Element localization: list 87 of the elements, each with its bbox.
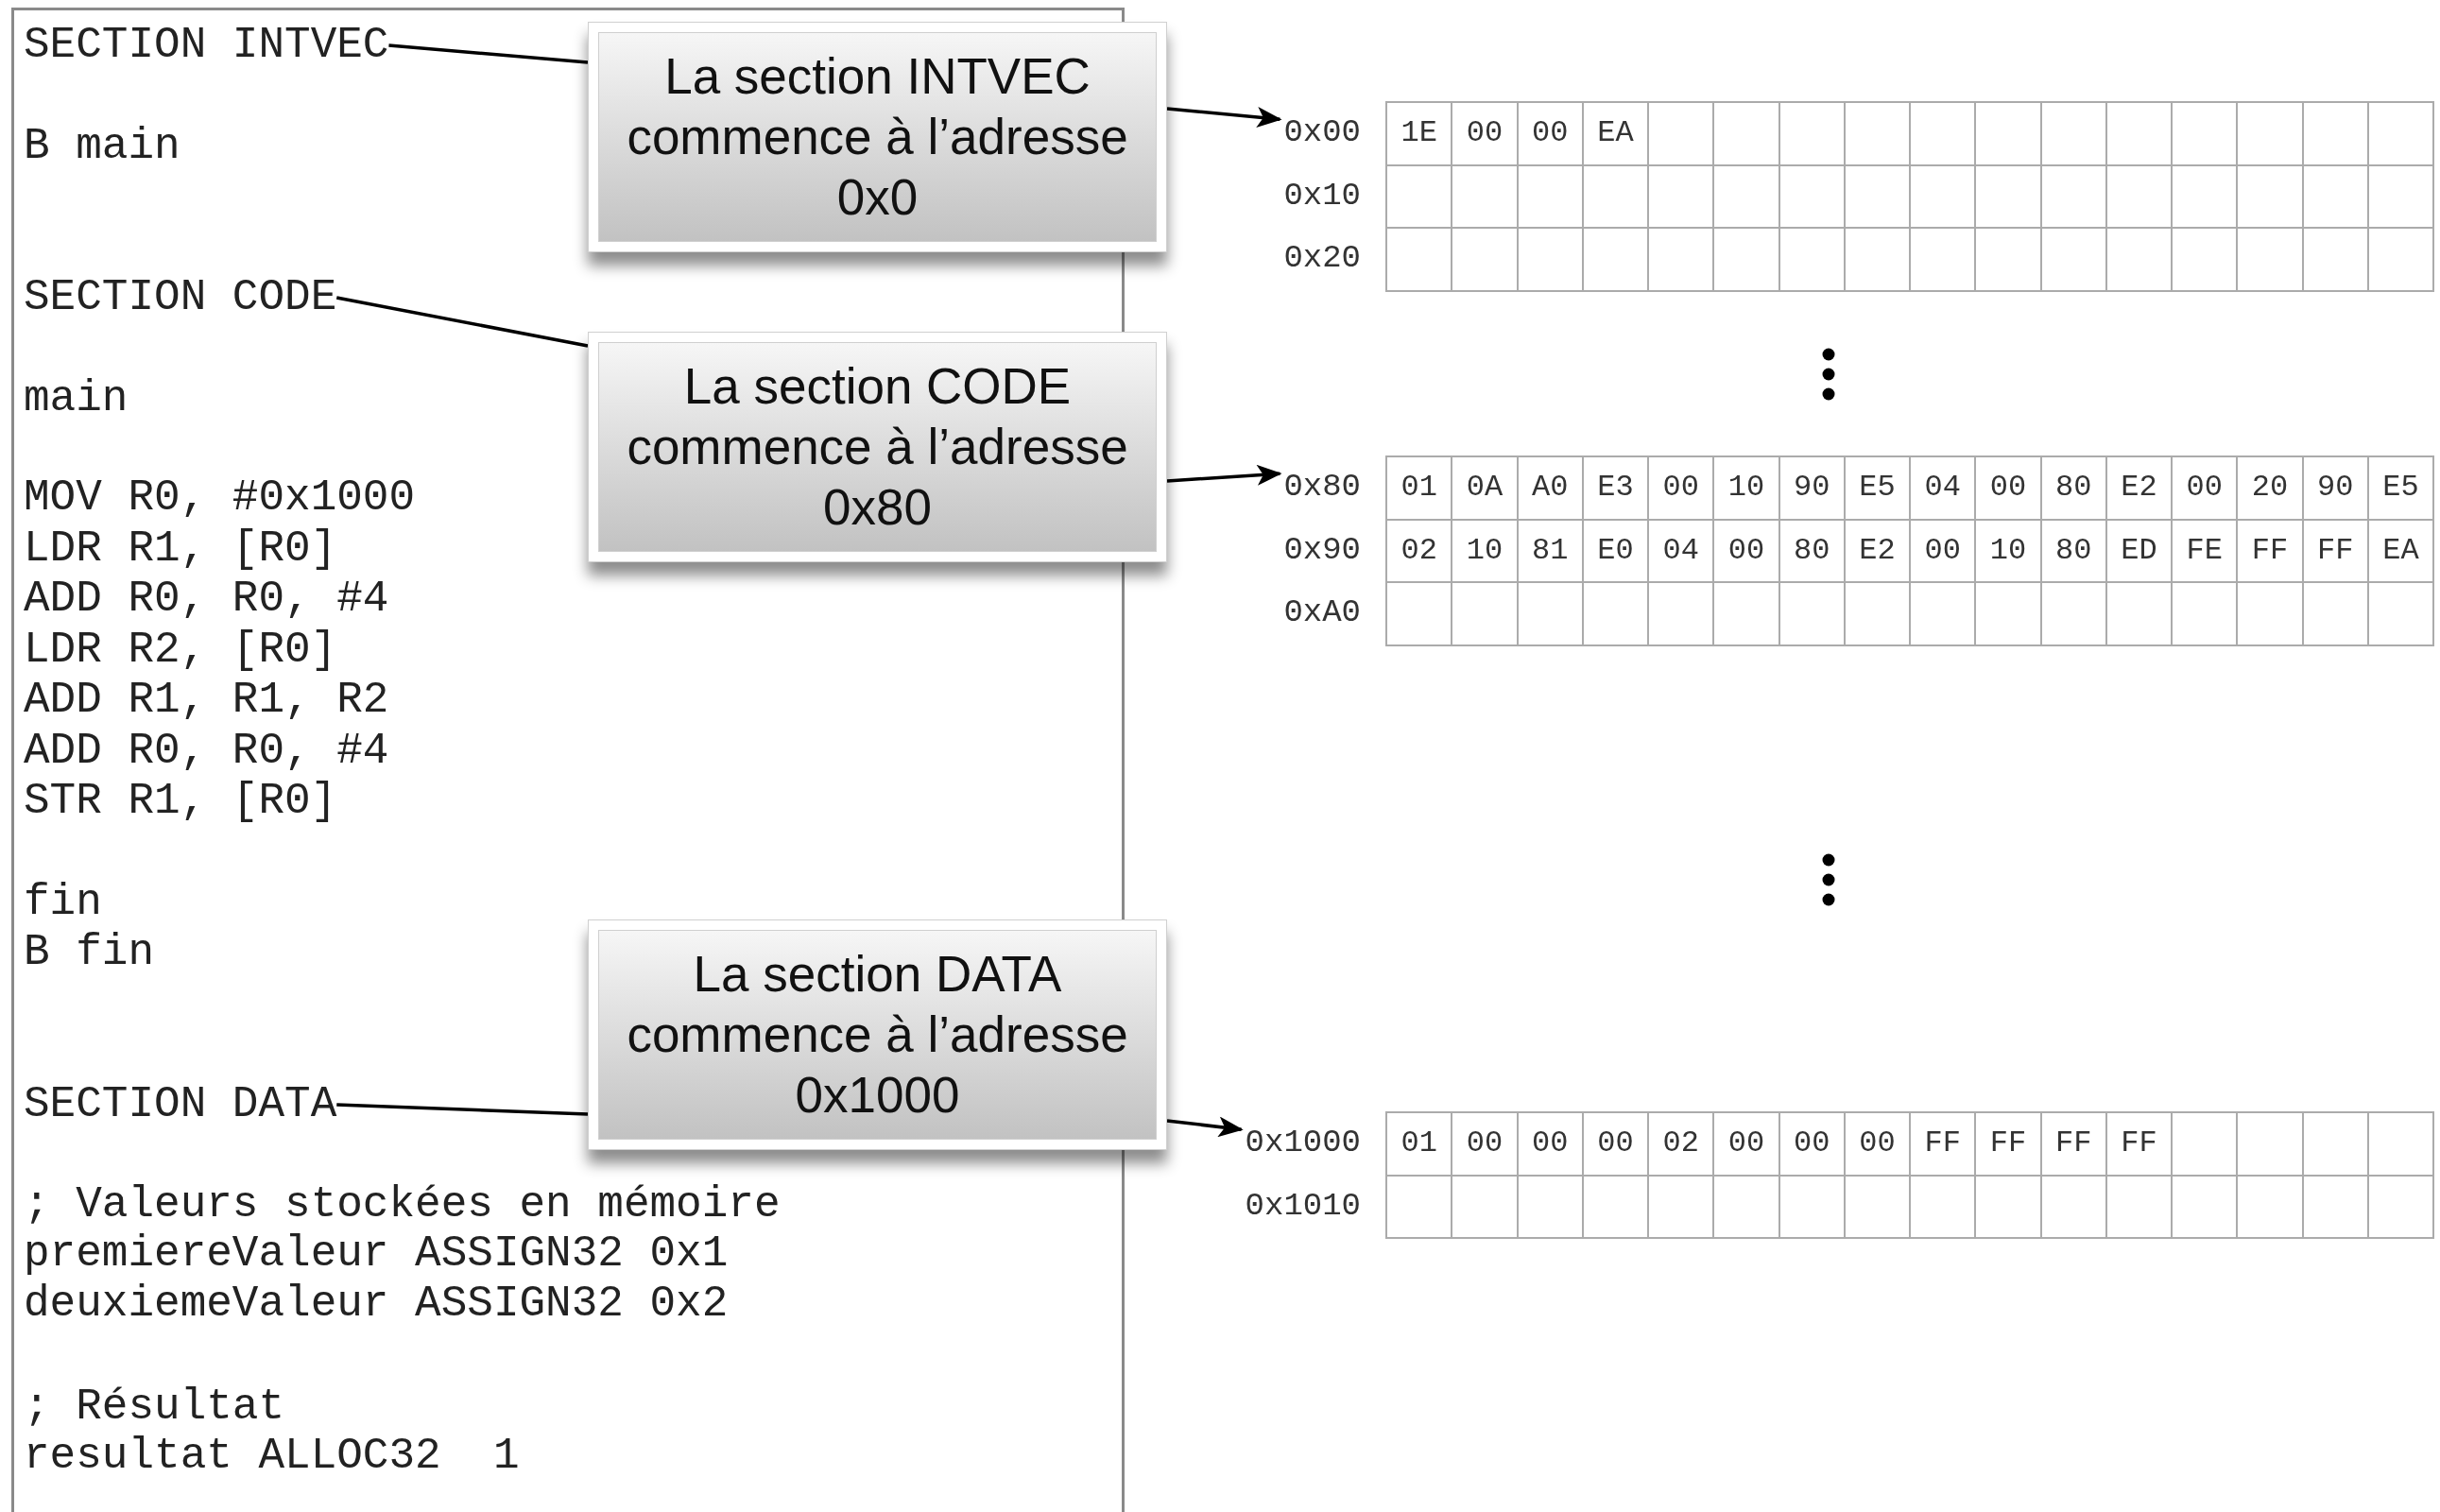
code-line: LDR R1, [R0]: [24, 524, 337, 574]
code-line: B fin: [24, 928, 155, 977]
memory-address: 0x10: [1283, 176, 1361, 215]
memory-cell: 00: [1452, 1113, 1519, 1177]
arrow: [1166, 464, 1282, 486]
code-line: STR R1, [R0]: [24, 777, 337, 826]
callout-text: La section INTVEC commence à l’adresse 0x0: [626, 47, 1129, 227]
memory-cell: 01: [1387, 1113, 1453, 1177]
memory-cell: 00: [1714, 520, 1780, 583]
memory-cell: 04: [1649, 520, 1715, 583]
leader-line: [335, 296, 589, 348]
memory-cell: 81: [1518, 520, 1584, 583]
memory-cell: 00: [1714, 1113, 1780, 1177]
memory-cell: E2: [1845, 520, 1911, 583]
code-line: main: [24, 374, 129, 423]
memory-cell: EA: [2368, 520, 2434, 583]
memory-cell: E5: [1845, 457, 1911, 521]
memory-cell: 00: [1911, 520, 1977, 583]
memory-cell: 90: [2303, 457, 2369, 521]
memory-cell: 00: [2173, 457, 2239, 521]
code-line: SECTION CODE: [24, 273, 337, 322]
memory-cell: 00: [1845, 1113, 1911, 1177]
memory-cell: 10: [1714, 457, 1780, 521]
code-line: SECTION DATA: [24, 1080, 337, 1129]
memory-cell: FF: [2303, 520, 2369, 583]
memory-cell: 00: [1649, 457, 1715, 521]
memory-cell: FF: [2238, 520, 2304, 583]
code-line: MOV R0, #0x1000: [24, 473, 416, 523]
code-line: ADD R1, R1, R2: [24, 676, 389, 725]
code-line: fin: [24, 878, 102, 927]
code-line: SECTION INTVEC: [24, 21, 389, 70]
memory-address: 0x20: [1283, 239, 1361, 278]
memory-cell: 80: [2041, 520, 2107, 583]
memory-cell: 02: [1649, 1113, 1715, 1177]
memory-cell: 80: [2041, 457, 2107, 521]
memory-cell: 10: [1976, 520, 2042, 583]
memory-cell: E3: [1583, 457, 1649, 521]
callout-box: [588, 919, 1167, 1150]
memory-address: 0x00: [1283, 113, 1361, 152]
code-line: B main: [24, 122, 180, 171]
memory-cell: EA: [1583, 103, 1649, 166]
memory-address: 0xA0: [1283, 593, 1361, 632]
memory-address: 0x1010: [1245, 1186, 1361, 1225]
arrow: [1166, 1116, 1244, 1138]
memory-address: 0x1000: [1245, 1124, 1361, 1162]
memory-address: 0x90: [1283, 530, 1361, 569]
memory-cell: 80: [1779, 520, 1846, 583]
code-line: ADD R0, R0, #4: [24, 727, 389, 776]
memory-cell: FE: [2173, 520, 2239, 583]
code-line: LDR R2, [R0]: [24, 626, 337, 675]
memory-cell: FF: [1976, 1113, 2042, 1177]
code-line: resultat ALLOC32 1: [24, 1432, 520, 1481]
callout-box: [588, 332, 1167, 562]
memory-cell: 02: [1387, 520, 1453, 583]
memory-cell: 0A: [1452, 457, 1519, 521]
memory-cell: A0: [1518, 457, 1584, 521]
memory-cell: 00: [1452, 103, 1519, 166]
leader-line: [336, 1103, 589, 1116]
memory-cell: 90: [1779, 457, 1846, 521]
memory-cell: 00: [1518, 1113, 1584, 1177]
callout-text: La section CODE commence à l’adresse 0x80: [626, 357, 1129, 537]
memory-cell: 01: [1387, 457, 1453, 521]
memory-cell: FF: [2106, 1113, 2173, 1177]
memory-cell: 10: [1452, 520, 1519, 583]
memory-cell: E5: [2368, 457, 2434, 521]
memory-cell: ED: [2106, 520, 2173, 583]
memory-cell: 00: [1779, 1113, 1846, 1177]
code-line: ADD R0, R0, #4: [24, 575, 389, 624]
code-line: deuxiemeValeur ASSIGN32 0x2: [24, 1280, 729, 1329]
memory-cell: 00: [1583, 1113, 1649, 1177]
memory-cell: FF: [1911, 1113, 1977, 1177]
code-line: ; Résultat: [24, 1383, 285, 1432]
callout-text: La section DATA commence à l’adresse 0x1000: [626, 945, 1129, 1125]
memory-cell: 00: [1518, 103, 1584, 166]
memory-cell: 04: [1911, 457, 1977, 521]
memory-cell: 00: [1976, 457, 2042, 521]
memory-cell: E2: [2106, 457, 2173, 521]
memory-cell: 1E: [1387, 103, 1453, 166]
arrow: [1166, 107, 1282, 128]
callout-box: [588, 22, 1167, 252]
memory-cell: 20: [2238, 457, 2304, 521]
memory-cell: E0: [1583, 520, 1649, 583]
code-line: premiereValeur ASSIGN32 0x1: [24, 1229, 729, 1279]
memory-address: 0x80: [1283, 468, 1361, 507]
leader-line: [388, 43, 589, 64]
code-line: ; Valeurs stockées en mémoire: [24, 1180, 781, 1229]
memory-cell: FF: [2041, 1113, 2107, 1177]
